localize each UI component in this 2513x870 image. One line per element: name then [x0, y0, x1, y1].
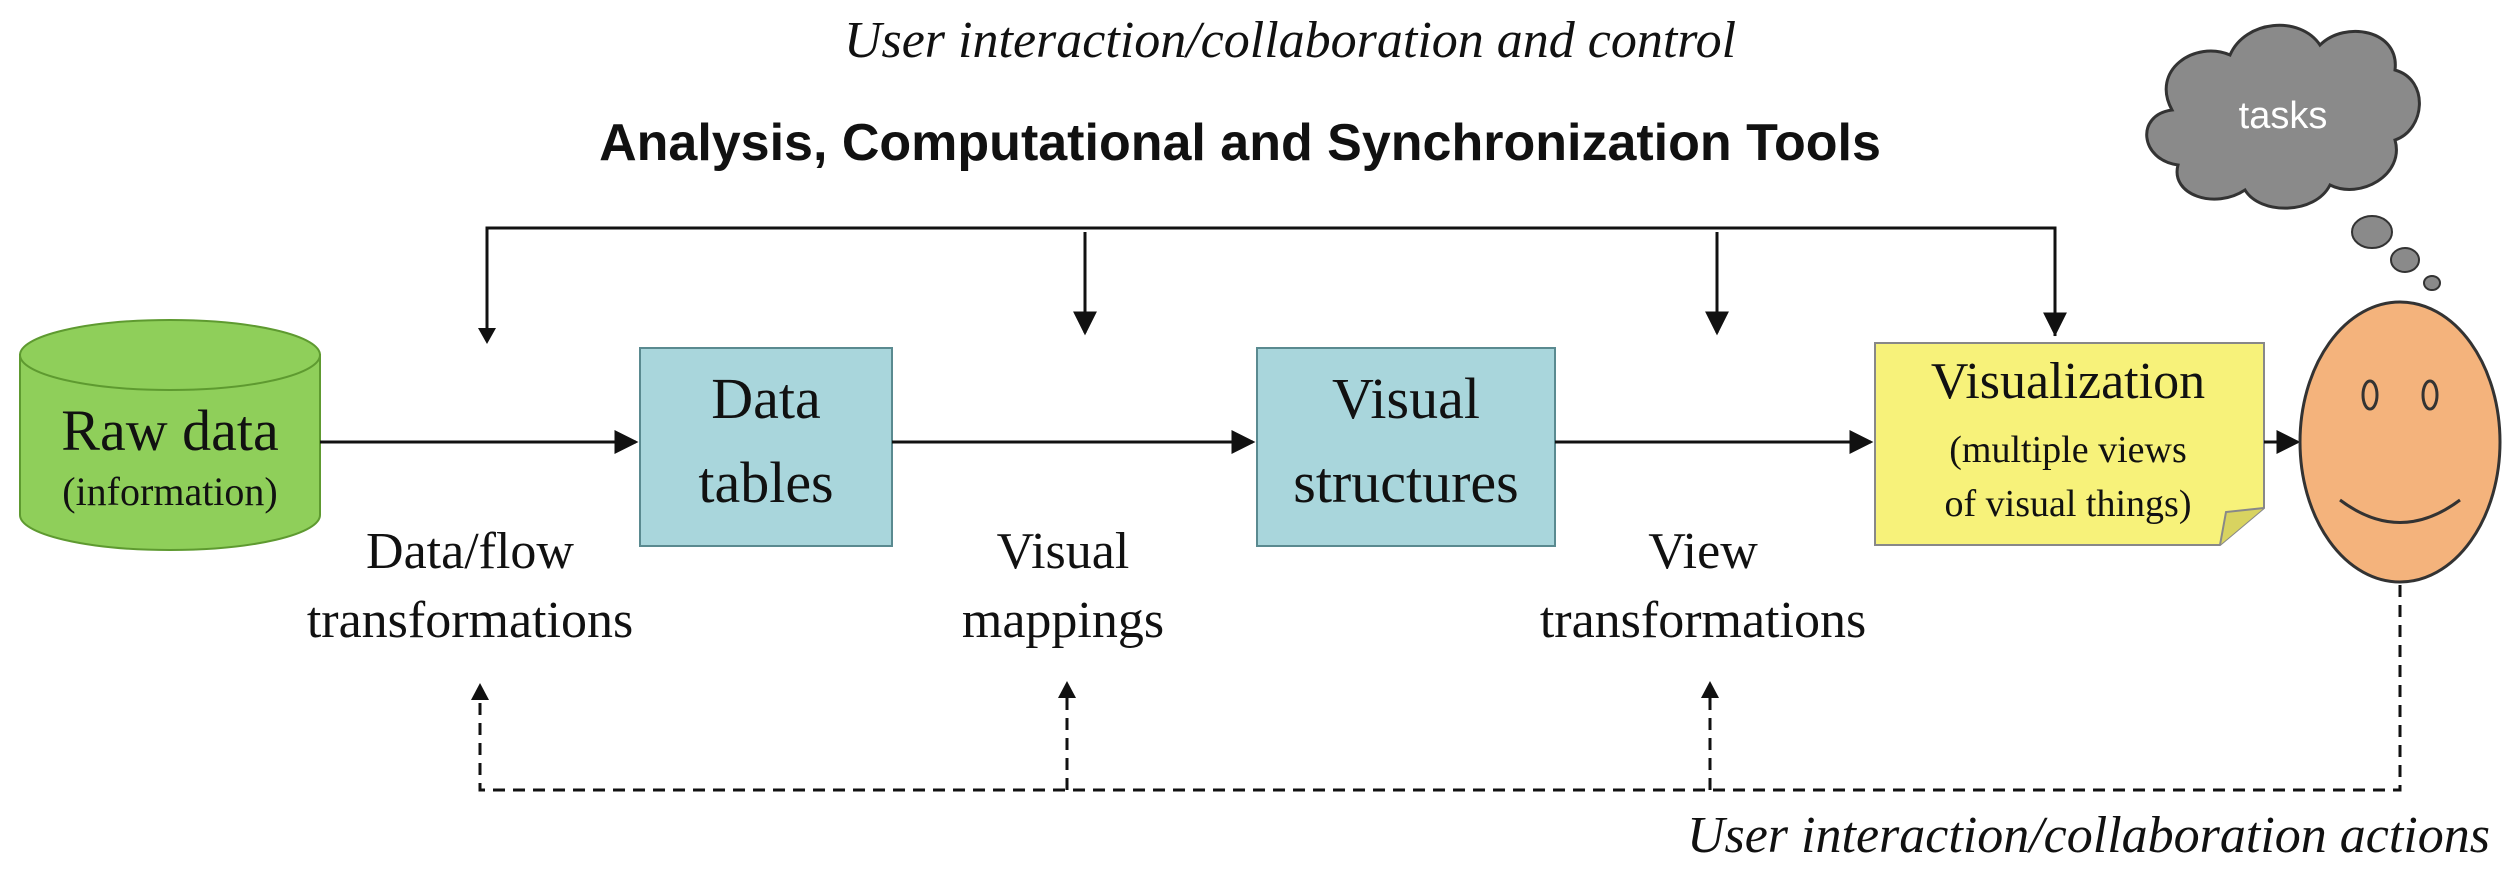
visualization-line3: of visual things)	[1945, 483, 2192, 525]
visual-structures-rect	[1256, 347, 1556, 547]
view-line2: transformations	[1540, 592, 1866, 649]
transform-visual-mappings: Visual mappings	[962, 523, 1164, 649]
visual-structures-line2: structures	[1293, 450, 1519, 515]
feedback-arrowhead-data-flow	[471, 683, 489, 700]
visualization-title: Visualization	[1931, 353, 2205, 410]
control-bracket	[485, 226, 2057, 340]
raw-data-subtitle: (information)	[62, 469, 278, 514]
feedback-arrowhead-view	[1701, 681, 1719, 698]
left-eye	[2361, 379, 2379, 411]
tasks-cloud	[2145, 23, 2421, 210]
feedback-arrowhead-visual-mappings	[1058, 681, 1076, 698]
tasks-label: tasks	[2239, 95, 2328, 137]
visual-structures-box: Visual structures	[1256, 347, 1556, 547]
data-tables-box: Data tables	[639, 347, 893, 547]
user-face	[2298, 300, 2502, 584]
visual-structures-line1: Visual	[1332, 366, 1480, 431]
visualization-line2: (multiple views	[1949, 429, 2186, 471]
control-arrowhead-data-flow	[478, 328, 496, 344]
top-caption: User interaction/collaboration and contr…	[844, 12, 1736, 69]
right-eye	[2421, 379, 2439, 411]
data-flow-line2: transformations	[307, 592, 633, 649]
thought-dot-large	[2351, 215, 2393, 249]
visualization-note-fold	[2219, 507, 2265, 546]
transform-view: View transformations	[1540, 523, 1866, 649]
cylinder-top	[19, 319, 321, 391]
feedback-loop	[478, 585, 2402, 792]
data-tables-line1: Data	[711, 366, 821, 431]
transform-data-flow: Data/flow transformations	[307, 523, 633, 649]
raw-data-cylinder: Raw data (information)	[19, 319, 321, 551]
bottom-caption: User interaction/collaboration actions	[1687, 807, 2490, 864]
visual-mappings-line1: Visual	[997, 523, 1130, 580]
visualization-box: Visualization (multiple views of visual …	[1874, 342, 2265, 546]
feedback-line	[478, 585, 2402, 792]
visual-mappings-line2: mappings	[962, 592, 1164, 649]
view-line1: View	[1648, 523, 1758, 580]
thought-dot-medium	[2390, 247, 2420, 273]
data-flow-line1: Data/flow	[366, 523, 574, 580]
control-bracket-line	[485, 226, 2057, 340]
face-outline	[2298, 300, 2502, 584]
tools-title: Analysis, Computational and Synchronizat…	[599, 114, 1881, 172]
thought-dot-small	[2423, 275, 2441, 291]
cylinder-body	[19, 354, 321, 551]
tasks-thought: tasks	[2145, 23, 2441, 291]
smile	[2339, 498, 2461, 524]
data-tables-line2: tables	[698, 450, 833, 515]
raw-data-title: Raw data	[61, 398, 278, 463]
data-tables-rect	[639, 347, 893, 547]
